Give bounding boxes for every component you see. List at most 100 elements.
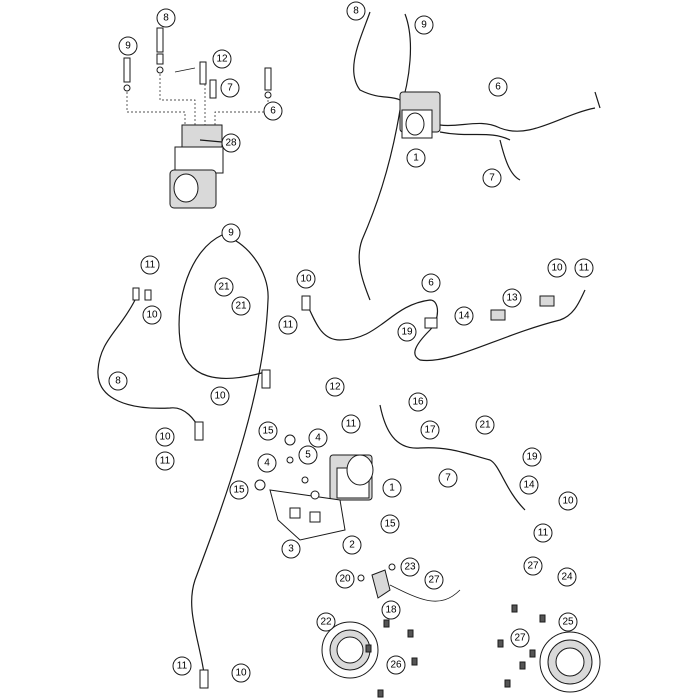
svg-text:27: 27 bbox=[514, 633, 526, 644]
callout: 8 bbox=[346, 1, 366, 21]
callout: 9 bbox=[118, 36, 138, 56]
callout: 10 bbox=[155, 427, 175, 447]
svg-text:25: 25 bbox=[562, 617, 574, 628]
callout: 15 bbox=[258, 421, 278, 441]
svg-text:7: 7 bbox=[489, 173, 495, 184]
callout: 1 bbox=[382, 478, 402, 498]
svg-text:5: 5 bbox=[305, 450, 311, 461]
callout: 7 bbox=[482, 168, 502, 188]
wheel-speed-sensor bbox=[357, 563, 461, 602]
callout: 11 bbox=[533, 523, 553, 543]
svg-text:27: 27 bbox=[527, 561, 539, 572]
svg-text:27: 27 bbox=[428, 575, 440, 586]
svg-text:10: 10 bbox=[214, 391, 226, 402]
callout: 10 bbox=[231, 663, 251, 683]
callout: 21 bbox=[475, 415, 495, 435]
abs-unit-middle bbox=[254, 404, 526, 541]
callout: 18 bbox=[381, 600, 401, 620]
svg-text:19: 19 bbox=[401, 327, 413, 338]
svg-text:21: 21 bbox=[235, 301, 247, 312]
callout: 24 bbox=[557, 567, 577, 587]
svg-text:19: 19 bbox=[526, 452, 538, 463]
callout: 21 bbox=[214, 277, 234, 297]
svg-text:26: 26 bbox=[390, 660, 402, 671]
callout: 4 bbox=[257, 453, 277, 473]
callout: 21 bbox=[231, 296, 251, 316]
svg-text:15: 15 bbox=[233, 485, 245, 496]
callout: 11 bbox=[574, 258, 594, 278]
callout: 15 bbox=[229, 480, 249, 500]
callout: 27 bbox=[523, 556, 543, 576]
callout: 11 bbox=[172, 656, 192, 676]
callout: 9 bbox=[414, 15, 434, 35]
svg-text:18: 18 bbox=[385, 605, 397, 616]
callout: 1 bbox=[406, 148, 426, 168]
callout: 26 bbox=[386, 655, 406, 675]
callout: 8 bbox=[108, 371, 128, 391]
svg-text:10: 10 bbox=[562, 496, 574, 507]
callout: 27 bbox=[424, 570, 444, 590]
callout: 10 bbox=[558, 491, 578, 511]
svg-text:10: 10 bbox=[159, 432, 171, 443]
mounting-screws bbox=[365, 604, 546, 698]
svg-text:10: 10 bbox=[235, 668, 247, 679]
callout: 20 bbox=[335, 569, 355, 589]
svg-text:28: 28 bbox=[225, 138, 237, 149]
sensor-ring-front bbox=[321, 621, 379, 679]
abs-unit-exploded-view bbox=[123, 27, 272, 209]
callout: 4 bbox=[308, 428, 328, 448]
callout: 12 bbox=[325, 377, 345, 397]
svg-text:2: 2 bbox=[349, 540, 355, 551]
callout: 10 bbox=[210, 386, 230, 406]
svg-text:4: 4 bbox=[264, 458, 270, 469]
callout: 6 bbox=[488, 77, 508, 97]
callout: 19 bbox=[397, 322, 417, 342]
callout: 14 bbox=[519, 475, 539, 495]
callout: 7 bbox=[220, 78, 240, 98]
callout: 3 bbox=[281, 539, 301, 559]
svg-text:13: 13 bbox=[506, 293, 518, 304]
callout: 6 bbox=[421, 273, 441, 293]
svg-text:24: 24 bbox=[561, 572, 573, 583]
callout: 12 bbox=[212, 49, 232, 69]
callout: 17 bbox=[420, 420, 440, 440]
callout: 16 bbox=[408, 392, 428, 412]
svg-text:9: 9 bbox=[125, 41, 131, 52]
svg-text:12: 12 bbox=[329, 382, 341, 393]
svg-text:11: 11 bbox=[283, 320, 294, 331]
callout: 2 bbox=[342, 535, 362, 555]
callout: 11 bbox=[278, 315, 298, 335]
svg-text:20: 20 bbox=[339, 574, 351, 585]
callout: 11 bbox=[341, 414, 361, 434]
callout: 10 bbox=[296, 269, 316, 289]
callout: 8 bbox=[156, 8, 176, 28]
callout: 28 bbox=[221, 133, 241, 153]
svg-text:3: 3 bbox=[288, 544, 294, 555]
svg-text:10: 10 bbox=[551, 263, 563, 274]
svg-text:1: 1 bbox=[413, 153, 419, 164]
svg-text:22: 22 bbox=[320, 617, 332, 628]
svg-text:21: 21 bbox=[218, 282, 230, 293]
callout: 27 bbox=[510, 628, 530, 648]
callout: 5 bbox=[298, 445, 318, 465]
svg-text:16: 16 bbox=[412, 397, 424, 408]
svg-text:11: 11 bbox=[538, 528, 549, 539]
abs-assembly-top-right bbox=[353, 11, 601, 301]
svg-text:9: 9 bbox=[228, 228, 234, 239]
svg-text:7: 7 bbox=[445, 473, 451, 484]
callout: 19 bbox=[522, 447, 542, 467]
svg-text:14: 14 bbox=[458, 311, 470, 322]
svg-text:21: 21 bbox=[479, 420, 491, 431]
svg-text:11: 11 bbox=[579, 263, 590, 274]
svg-text:7: 7 bbox=[227, 83, 233, 94]
callout: 6 bbox=[263, 101, 283, 121]
callout: 15 bbox=[380, 514, 400, 534]
svg-text:11: 11 bbox=[160, 456, 171, 467]
svg-text:8: 8 bbox=[115, 376, 121, 387]
svg-text:6: 6 bbox=[428, 278, 434, 289]
svg-text:12: 12 bbox=[216, 54, 228, 65]
callout: 13 bbox=[502, 288, 522, 308]
svg-text:23: 23 bbox=[404, 562, 416, 573]
svg-text:8: 8 bbox=[353, 6, 359, 17]
